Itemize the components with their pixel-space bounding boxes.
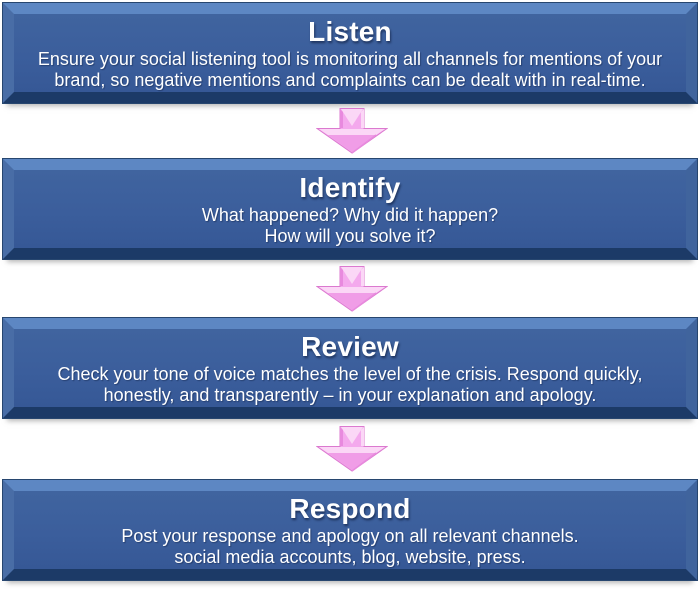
step-description-line: honestly, and transparently – in your ex… bbox=[103, 385, 597, 405]
flow-step: Review Check your tone of voice matches … bbox=[0, 318, 700, 480]
step-box: Listen Ensure your social listening tool… bbox=[3, 3, 697, 103]
step-description-line: Post your response and apology on all re… bbox=[121, 526, 579, 546]
step-title: Listen bbox=[308, 16, 392, 47]
down-arrow bbox=[0, 259, 700, 318]
step-box: Review Check your tone of voice matches … bbox=[3, 318, 697, 418]
flow-step: Respond Post your response and apology o… bbox=[0, 480, 700, 580]
step-title: Identify bbox=[299, 172, 401, 203]
step-description-line: social media accounts, blog, website, pr… bbox=[174, 547, 526, 567]
flow-step: Identify What happened? Why did it happe… bbox=[0, 159, 700, 318]
step-description: Post your response and apology on all re… bbox=[14, 526, 686, 568]
down-arrow-icon bbox=[316, 426, 388, 472]
step-title: Respond bbox=[289, 493, 411, 524]
step-description: Check your tone of voice matches the lev… bbox=[14, 364, 686, 406]
step-description-line: brand, so negative mentions and complain… bbox=[54, 70, 646, 90]
step-box: Identify What happened? Why did it happe… bbox=[3, 159, 697, 259]
step-description-line: Ensure your social listening tool is mon… bbox=[37, 49, 663, 69]
step-description: Ensure your social listening tool is mon… bbox=[14, 49, 686, 91]
down-arrow bbox=[0, 418, 700, 480]
flow-step: Listen Ensure your social listening tool… bbox=[0, 3, 700, 159]
step-box: Respond Post your response and apology o… bbox=[3, 480, 697, 580]
down-arrow-icon bbox=[316, 265, 388, 312]
step-description: What happened? Why did it happen?How wil… bbox=[14, 205, 686, 247]
down-arrow-icon bbox=[316, 108, 388, 154]
step-description-line: What happened? Why did it happen? bbox=[201, 205, 499, 225]
down-arrow bbox=[0, 103, 700, 159]
step-description-line: How will you solve it? bbox=[264, 226, 436, 246]
step-title: Review bbox=[301, 331, 399, 362]
step-description-line: Check your tone of voice matches the lev… bbox=[57, 364, 643, 384]
